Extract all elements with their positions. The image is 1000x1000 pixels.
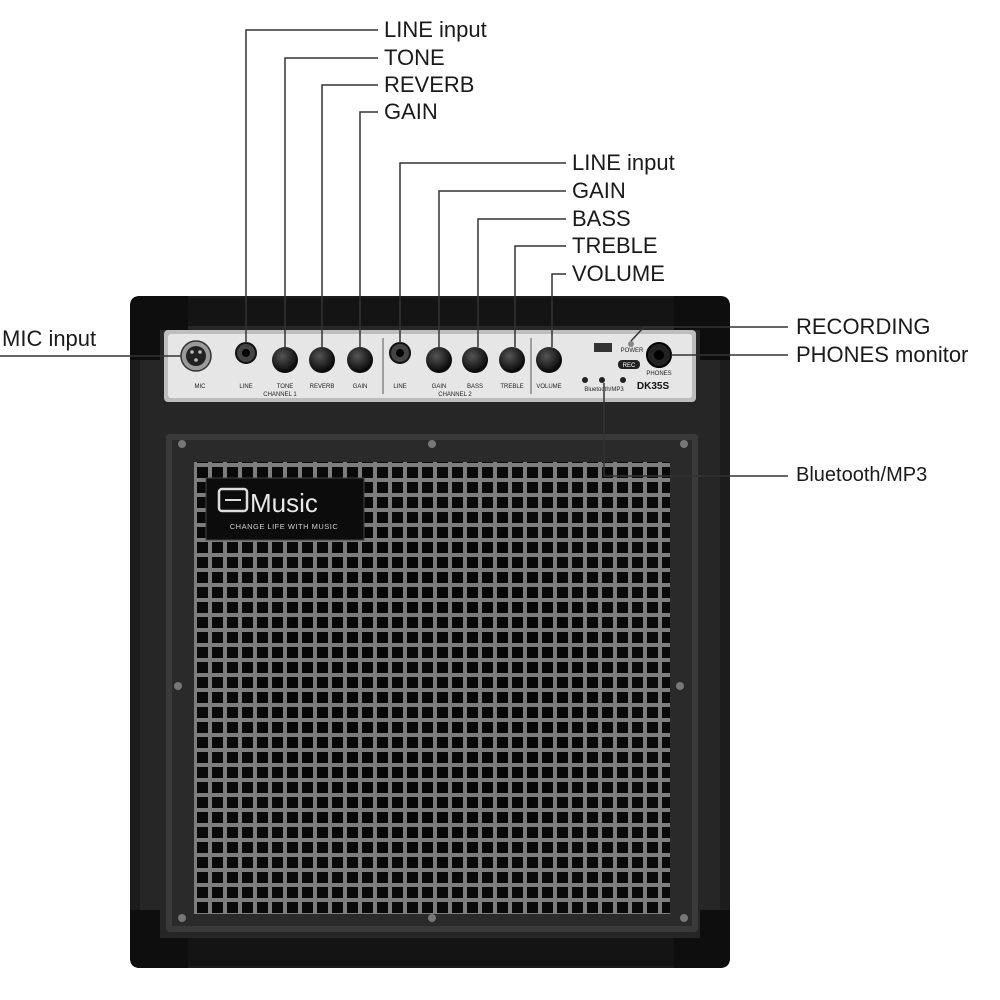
panel-label-power: POWER <box>621 348 644 354</box>
callout-phones-monitor: PHONES monitor <box>796 342 969 367</box>
leader-ch1-tone <box>284 57 378 347</box>
brand-name: Music <box>250 488 318 518</box>
panel-label-phones: PHONES <box>646 371 671 377</box>
panel-label-gain1: GAIN <box>353 384 368 390</box>
callout-ch1-line-input: LINE input <box>384 17 487 42</box>
power-led <box>628 341 634 347</box>
callout-ch1-reverb: REVERB <box>384 72 475 97</box>
callout-mic-input: MIC input <box>2 326 97 351</box>
callout-bluetooth-mp3: Bluetooth/MP3 <box>796 464 928 486</box>
control-panel: MIC LINE TONE REVERB GAIN LINE GAIN BASS… <box>164 330 696 402</box>
brand-badge: Music CHANGE LIFE WITH MUSIC <box>205 477 365 541</box>
brand-tagline: CHANGE LIFE WITH MUSIC <box>230 522 339 531</box>
reverb-knob <box>309 347 335 373</box>
model-label: DK35S <box>637 381 670 392</box>
callout-recording: RECORDING <box>796 314 931 339</box>
tone-knob <box>272 347 298 373</box>
callout-ch1-tone: TONE <box>384 45 445 70</box>
panel-label-bass: BASS <box>467 384 483 390</box>
rec-button <box>618 360 640 369</box>
callout-ch2-volume: VOLUME <box>572 261 665 286</box>
volume-knob <box>536 347 562 373</box>
panel-label-line1: LINE <box>239 384 252 390</box>
panel-label-gain2: GAIN <box>432 384 447 390</box>
leader-ch2-treble <box>514 245 566 347</box>
panel-label-line2: LINE <box>393 384 406 390</box>
leader-ch2-bass <box>477 218 566 347</box>
callout-ch1-gain: GAIN <box>384 99 438 124</box>
panel-label-reverb: REVERB <box>310 384 335 390</box>
usb-port <box>594 343 612 352</box>
panel-label-tone: TONE <box>277 384 294 390</box>
panel-label-channel2: CHANNEL 2 <box>438 392 472 398</box>
callout-ch2-gain: GAIN <box>572 178 626 203</box>
panel-label-volume: VOLUME <box>536 384 561 390</box>
panel-label-channel1: CHANNEL 1 <box>263 392 297 398</box>
panel-label-rec: REC <box>623 363 636 369</box>
panel-label-treble: TREBLE <box>500 384 523 390</box>
callout-ch2-treble: TREBLE <box>572 233 658 258</box>
callout-ch2-line-input: LINE input <box>572 150 675 175</box>
leader-ch2-line <box>399 162 566 343</box>
leader-ch1-line <box>245 29 378 343</box>
leader-ch1-gain <box>359 111 378 347</box>
gain1-knob <box>347 347 373 373</box>
leader-bluetooth <box>603 383 788 477</box>
gain2-knob <box>426 347 452 373</box>
leader-ch2-gain <box>438 190 566 347</box>
bass-knob <box>462 347 488 373</box>
brand-logo-icon <box>217 487 249 513</box>
leader-ch1-reverb <box>321 84 378 347</box>
treble-knob <box>499 347 525 373</box>
leader-recording <box>630 326 788 342</box>
callout-ch2-bass: BASS <box>572 206 631 231</box>
leader-ch2-volume <box>551 273 566 347</box>
panel-label-mic: MIC <box>195 384 207 390</box>
